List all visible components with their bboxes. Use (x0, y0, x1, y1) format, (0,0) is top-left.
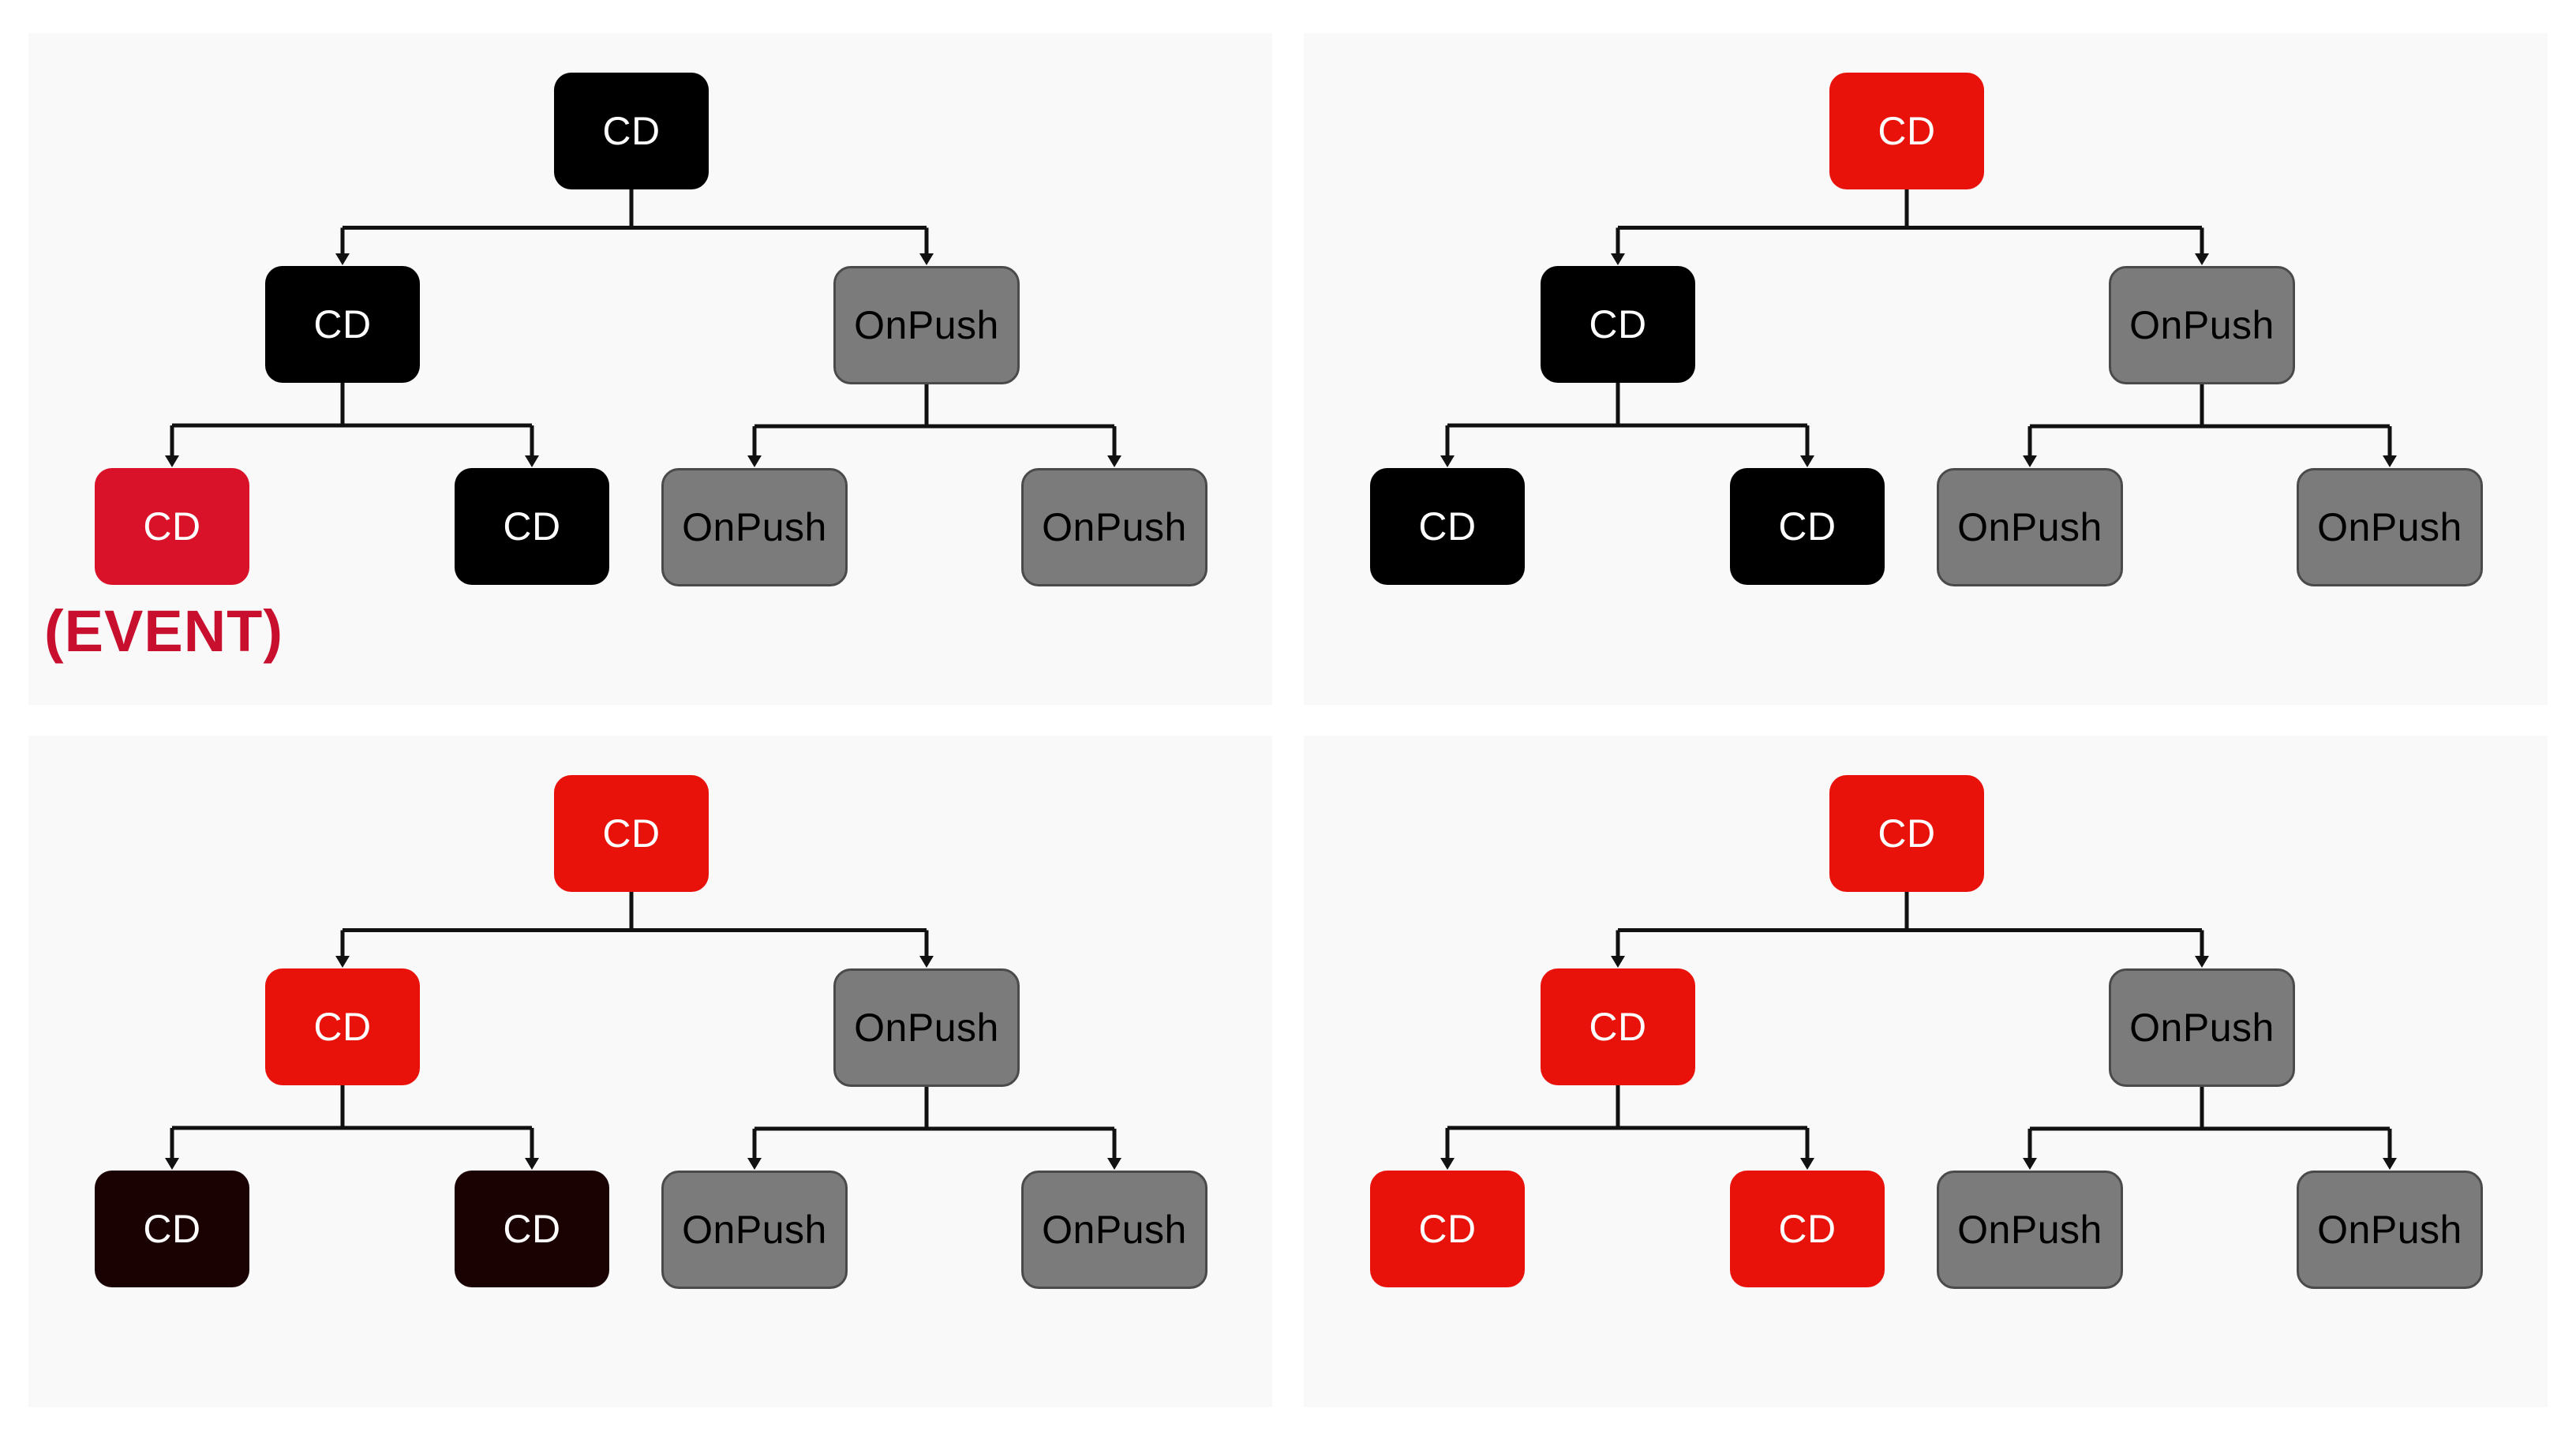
arrowhead-icon (1800, 1158, 1814, 1170)
arrowhead-icon (1107, 1158, 1121, 1170)
arrowhead-icon (919, 956, 934, 968)
arrowhead-icon (335, 956, 350, 968)
left-child-node: CD (265, 266, 420, 383)
arrowhead-icon (335, 253, 350, 265)
left-right-leaf-node: CD (455, 468, 609, 585)
right-right-leaf-node: OnPush (1021, 1171, 1208, 1289)
root-node: CD (1829, 73, 1984, 189)
tree-connectors (165, 189, 1121, 467)
arrowhead-icon (165, 455, 179, 467)
left-right-leaf-node: CD (1730, 468, 1885, 585)
arrowhead-icon (747, 1158, 762, 1170)
event-label: (EVENT) (44, 598, 283, 664)
root-node: CD (1829, 775, 1984, 892)
left-child-node: CD (1541, 266, 1695, 383)
left-right-leaf-node: CD (1730, 1171, 1885, 1287)
left-left-leaf-node: CD (95, 1171, 249, 1287)
left-right-leaf-node: CD (455, 1171, 609, 1287)
arrowhead-icon (919, 253, 934, 265)
right-child-node: OnPush (2109, 968, 2295, 1087)
arrowhead-icon (1800, 455, 1814, 467)
root-node: CD (554, 73, 709, 189)
arrowhead-icon (2023, 1158, 2037, 1170)
right-left-leaf-node: OnPush (661, 468, 848, 586)
arrowhead-icon (165, 1158, 179, 1170)
tree-connectors (1440, 189, 2397, 467)
arrowhead-icon (2195, 956, 2209, 968)
arrowhead-icon (2195, 253, 2209, 265)
arrowhead-icon (1107, 455, 1121, 467)
right-left-leaf-node: OnPush (1937, 468, 2123, 586)
arrowhead-icon (747, 455, 762, 467)
arrowhead-icon (1611, 253, 1625, 265)
right-right-leaf-node: OnPush (2297, 468, 2483, 586)
right-right-leaf-node: OnPush (2297, 1171, 2483, 1289)
right-left-leaf-node: OnPush (1937, 1171, 2123, 1289)
left-child-node: CD (265, 968, 420, 1085)
left-left-leaf-node: CD (1370, 468, 1525, 585)
arrowhead-icon (525, 1158, 539, 1170)
left-child-node: CD (1541, 968, 1695, 1085)
root-node: CD (554, 775, 709, 892)
tree-connectors (165, 892, 1121, 1170)
arrowhead-icon (1440, 1158, 1455, 1170)
right-child-node: OnPush (833, 266, 1020, 384)
arrowhead-icon (1440, 455, 1455, 467)
tree-connectors (1440, 892, 2397, 1170)
arrowhead-icon (1611, 956, 1625, 968)
right-child-node: OnPush (2109, 266, 2295, 384)
arrowhead-icon (2023, 455, 2037, 467)
left-left-leaf-node: CD (1370, 1171, 1525, 1287)
arrowhead-icon (525, 455, 539, 467)
right-right-leaf-node: OnPush (1021, 468, 1208, 586)
right-left-leaf-node: OnPush (661, 1171, 848, 1289)
arrowhead-icon (2383, 1158, 2397, 1170)
right-child-node: OnPush (833, 968, 1020, 1087)
arrowhead-icon (2383, 455, 2397, 467)
left-left-leaf-node: CD (95, 468, 249, 585)
